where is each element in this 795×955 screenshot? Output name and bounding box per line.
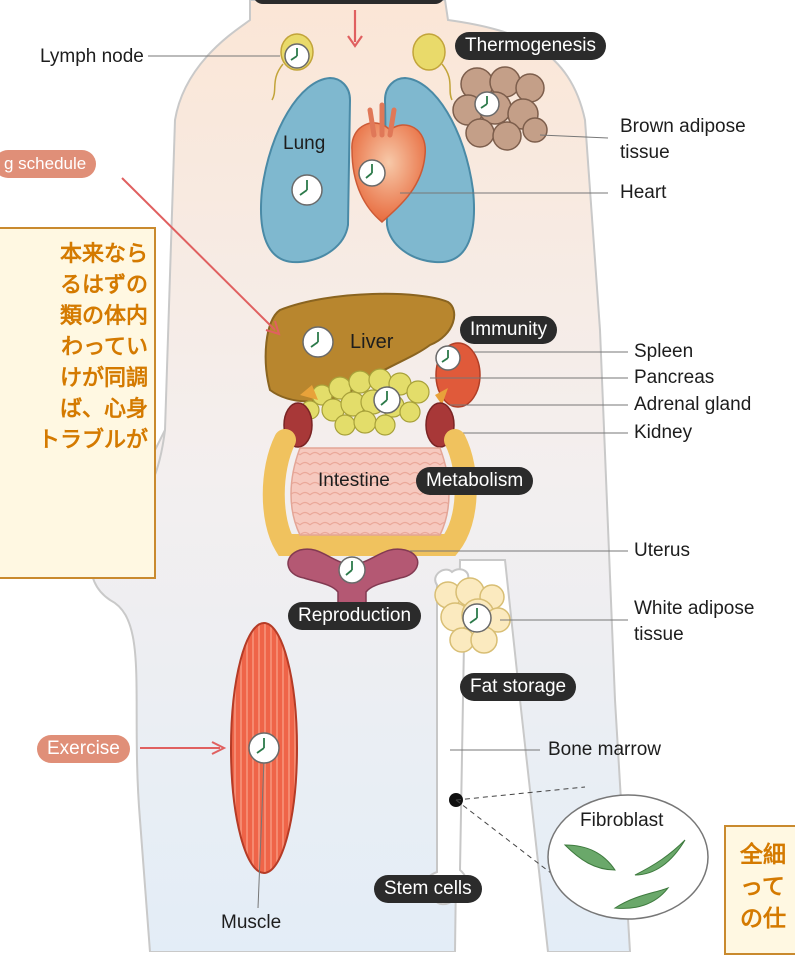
label-pancreas: Pancreas — [634, 367, 714, 389]
clock-icon — [339, 557, 365, 583]
label-uterus: Uterus — [634, 540, 690, 562]
clock-icon — [249, 733, 279, 763]
badge-exercise: Exercise — [37, 735, 130, 763]
badge-fat-storage: Fat storage — [460, 673, 576, 701]
label-spleen: Spleen — [634, 341, 693, 363]
label-heart: Heart — [620, 182, 666, 204]
label-white-adipose-line1: White adipose — [634, 598, 754, 620]
badge-reproduction: Reproduction — [288, 602, 421, 630]
callout-right: 全細 って の仕 — [724, 825, 795, 955]
label-bone-marrow: Bone marrow — [548, 739, 661, 761]
brown-adipose-icon — [453, 67, 547, 150]
label-kidney: Kidney — [634, 422, 692, 444]
clock-icon — [374, 387, 400, 413]
label-brown-adipose-line2: tissue — [620, 142, 670, 164]
clock-icon — [303, 327, 333, 357]
callout-left: 本来なら るはずの 類の体内 わってい けが同調 ば、心身 トラブルが — [0, 227, 156, 579]
clock-icon — [475, 92, 499, 116]
badge-stem-cells: Stem cells — [374, 875, 482, 903]
label-brown-adipose-line1: Brown adipose — [620, 116, 746, 138]
label-adrenal-gland: Adrenal gland — [634, 394, 751, 416]
label-liver: Liver — [350, 331, 393, 353]
label-fibroblast: Fibroblast — [580, 810, 663, 832]
badge-immunity: Immunity — [460, 316, 557, 344]
clock-icon — [463, 604, 491, 632]
clock-icon — [292, 175, 322, 205]
label-lung: Lung — [283, 133, 325, 155]
clock-icon — [285, 44, 309, 68]
clock-icon — [359, 160, 385, 186]
label-white-adipose-line2: tissue — [634, 624, 684, 646]
label-intestine: Intestine — [318, 470, 390, 492]
clock-icon — [436, 346, 460, 370]
badge-metabolism: Metabolism — [416, 467, 533, 495]
label-muscle: Muscle — [221, 912, 281, 934]
badge-feeding-schedule: g schedule — [0, 150, 96, 178]
label-lymph-node: Lymph node — [40, 46, 144, 68]
badge-thermogenesis: Thermogenesis — [455, 32, 606, 60]
